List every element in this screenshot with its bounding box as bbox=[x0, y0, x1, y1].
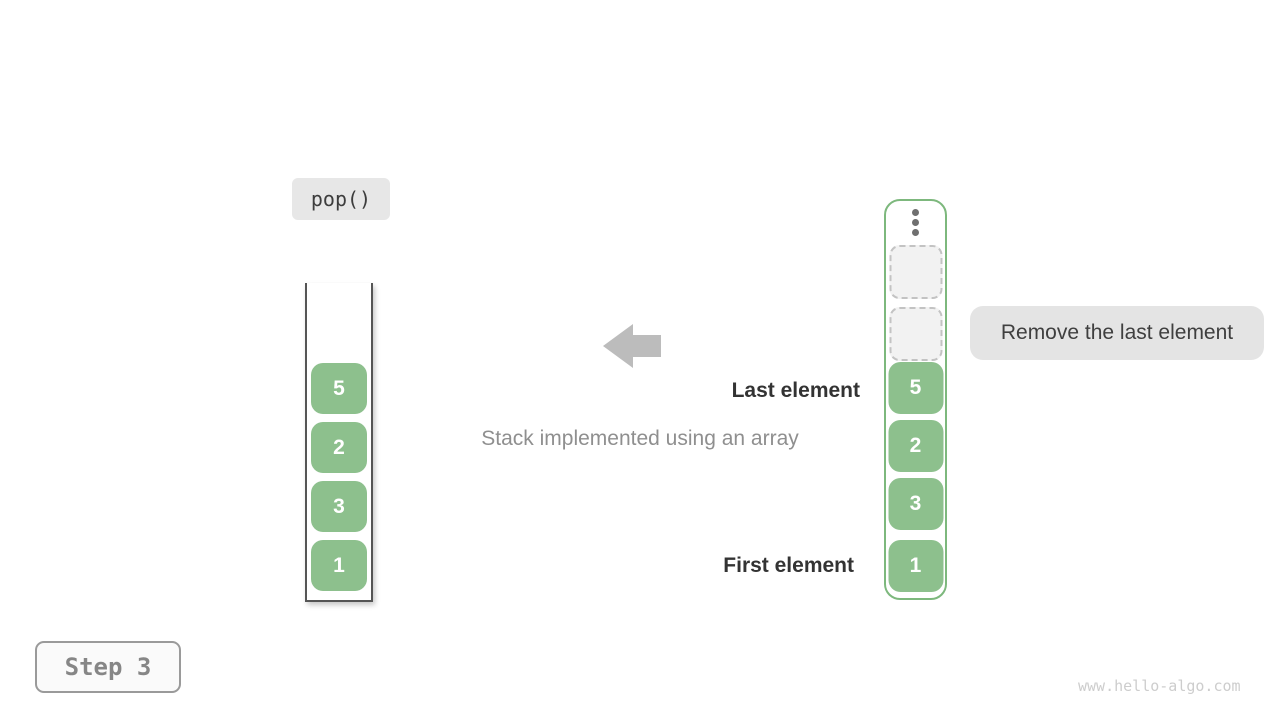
list-stack-cell: 2 bbox=[888, 420, 943, 472]
vertical-ellipsis-icon bbox=[886, 209, 945, 236]
array-stack-cell: 2 bbox=[311, 422, 367, 473]
step-indicator: Step 3 bbox=[35, 641, 181, 693]
array-stack-container: 5 2 3 1 bbox=[305, 283, 373, 602]
ellipsis-dot bbox=[912, 209, 919, 216]
first-element-label: First element bbox=[723, 554, 854, 577]
list-stack-container: 5 2 3 1 bbox=[884, 199, 947, 600]
empty-slot bbox=[889, 245, 942, 299]
array-stack-cell: 1 bbox=[311, 540, 367, 591]
diagram-caption: Stack implemented using an array bbox=[481, 427, 799, 450]
list-stack-cell: 1 bbox=[888, 540, 943, 592]
ellipsis-dot bbox=[912, 219, 919, 226]
left-arrow-icon bbox=[603, 324, 661, 368]
remove-last-element-annotation: Remove the last element bbox=[970, 306, 1264, 360]
ellipsis-dot bbox=[912, 229, 919, 236]
list-stack-cell: 5 bbox=[888, 362, 943, 414]
last-element-label: Last element bbox=[731, 379, 860, 402]
pop-operation-label: pop() bbox=[292, 178, 390, 220]
watermark-url: www.hello-algo.com bbox=[1078, 677, 1241, 695]
empty-slot bbox=[889, 307, 942, 361]
arrow-head bbox=[603, 324, 633, 368]
array-stack-cell: 3 bbox=[311, 481, 367, 532]
list-stack-cell: 3 bbox=[888, 478, 943, 530]
arrow-tail bbox=[632, 335, 661, 357]
array-stack-cell: 5 bbox=[311, 363, 367, 414]
